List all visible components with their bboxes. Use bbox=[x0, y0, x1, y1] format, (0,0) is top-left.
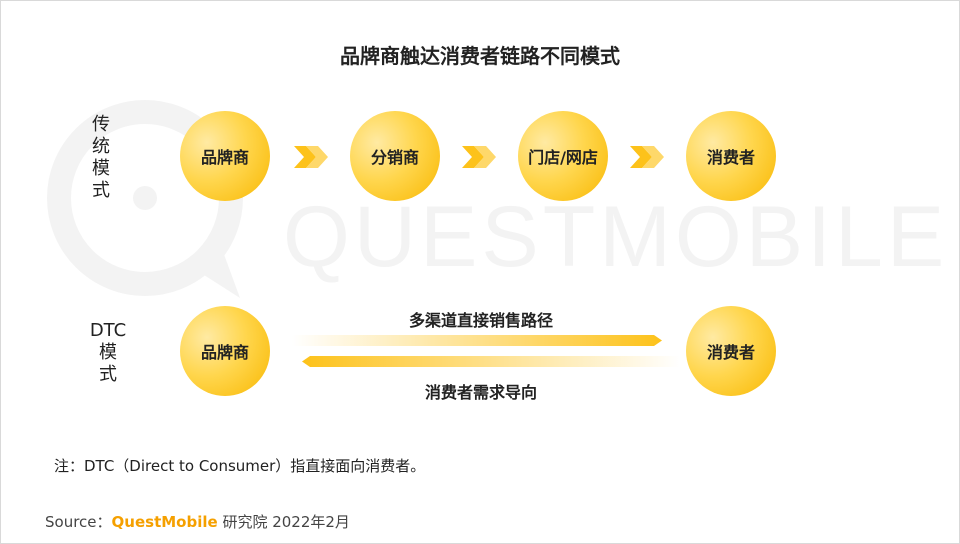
label-char: 模 bbox=[99, 342, 117, 363]
chevron-right-icon bbox=[294, 146, 328, 168]
direct-sales-label: 多渠道直接销售路径 bbox=[408, 311, 553, 330]
node-label: 分销商 bbox=[370, 148, 419, 167]
arrow-right bbox=[292, 335, 662, 346]
watermark-text: QUESTMOBILE bbox=[283, 189, 949, 285]
label-char: 式 bbox=[99, 364, 117, 385]
chevron-right-icon bbox=[630, 146, 664, 168]
node-distributor: 分销商 bbox=[350, 111, 440, 201]
label-char: 式 bbox=[92, 180, 110, 201]
chevron-right-icon bbox=[462, 146, 496, 168]
node-consumer: 消费者 bbox=[686, 111, 776, 201]
node-label: 品牌商 bbox=[200, 343, 249, 362]
source-prefix: Source： bbox=[45, 513, 112, 531]
source-brand: QuestMobile bbox=[111, 513, 218, 531]
label-char: DTC bbox=[89, 320, 127, 341]
page-title: 品牌商触达消费者链路不同模式 bbox=[340, 44, 620, 68]
arrow-left bbox=[302, 356, 680, 367]
dtc-mode-label: DTC 模 式 bbox=[84, 320, 132, 386]
source-suffix: 研究院 2022年2月 bbox=[217, 513, 350, 531]
node-label: 品牌商 bbox=[200, 148, 249, 167]
label-char: 模 bbox=[92, 158, 110, 179]
node-brand: 品牌商 bbox=[180, 306, 270, 396]
label-char: 统 bbox=[92, 136, 110, 157]
source-line: Source：QuestMobile 研究院 2022年2月 bbox=[45, 511, 350, 532]
node-store: 门店/网店 bbox=[518, 111, 608, 201]
node-consumer: 消费者 bbox=[686, 306, 776, 396]
node-label: 消费者 bbox=[706, 343, 755, 362]
node-brand: 品牌商 bbox=[180, 111, 270, 201]
traditional-mode-label: 传 统 模 式 bbox=[90, 114, 112, 202]
consumer-demand-label: 消费者需求导向 bbox=[424, 383, 537, 402]
label-char: 传 bbox=[92, 114, 110, 135]
node-label: 门店/网店 bbox=[528, 148, 598, 167]
footnote: 注：DTC（Direct to Consumer）指直接面向消费者。 bbox=[54, 457, 426, 475]
node-label: 消费者 bbox=[706, 148, 755, 167]
